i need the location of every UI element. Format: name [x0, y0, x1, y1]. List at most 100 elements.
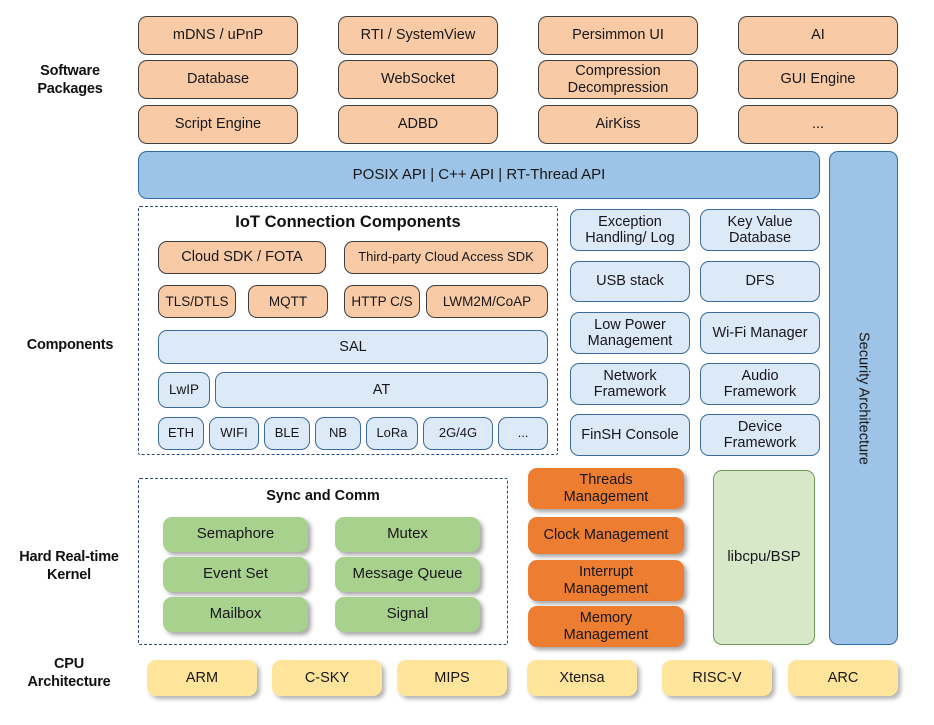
cpu-risc-v[interactable]: RISC-V	[662, 660, 772, 696]
iot-group-title: IoT Connection Components	[235, 213, 461, 231]
iot-label: HTTP C/S	[351, 293, 413, 309]
package-label: AI	[811, 27, 825, 44]
iot-label: 2G/4G	[438, 425, 478, 441]
iot-link-eth[interactable]: ETH	[158, 417, 204, 450]
package-gui-engine[interactable]: GUI Engine	[738, 60, 898, 99]
iot-http-cs[interactable]: HTTP C/S	[344, 285, 420, 318]
row-label-cpu-line2: Architecture	[27, 674, 111, 691]
package-database[interactable]: Database	[138, 60, 298, 99]
iot-connection-components-group	[138, 206, 558, 455]
row-label-software-packages-line1: Software	[40, 63, 100, 79]
component-usb-stack[interactable]: USB stack	[570, 261, 690, 302]
iot-link-ble[interactable]: BLE	[264, 417, 310, 450]
cpu-mips[interactable]: MIPS	[397, 660, 507, 696]
iot-label: MQTT	[268, 293, 308, 309]
component-device-framework[interactable]: Device Framework	[700, 414, 820, 456]
row-label-cpu-architecture: CPU Architecture	[0, 655, 138, 691]
row-label-components: Components	[8, 336, 132, 354]
row-label-software-packages: Software Packages	[8, 62, 132, 98]
kernel-label-line2: Management	[563, 488, 649, 505]
iot-third-party-cloud-access-sdk[interactable]: Third-party Cloud Access SDK	[344, 241, 548, 274]
iot-label: LwIP	[168, 382, 199, 398]
iot-link-lora[interactable]: LoRa	[366, 417, 418, 450]
component-exception-handling-log[interactable]: Exception Handling/ Log	[570, 209, 690, 251]
component-finsh-console[interactable]: FinSH Console	[570, 414, 690, 456]
component-wifi-manager[interactable]: Wi-Fi Manager	[700, 312, 820, 354]
kernel-memory-management[interactable]: Memory Management	[528, 606, 684, 647]
cpu-c-sky[interactable]: C-SKY	[272, 660, 382, 696]
package-label: AirKiss	[595, 116, 641, 133]
sync-message-queue[interactable]: Message Queue	[335, 557, 480, 592]
package-ai[interactable]: AI	[738, 16, 898, 55]
package-adbd[interactable]: ADBD	[338, 105, 498, 144]
sync-semaphore[interactable]: Semaphore	[163, 517, 308, 552]
libcpu-bsp-block[interactable]: libcpu/BSP	[713, 470, 815, 645]
iot-tls-dtls[interactable]: TLS/DTLS	[158, 285, 236, 318]
iot-lwm2m-coap[interactable]: LWM2M/CoAP	[426, 285, 548, 318]
package-label-line2: Decompression	[567, 79, 669, 96]
package-airkiss[interactable]: AirKiss	[538, 105, 698, 144]
iot-label: LWM2M/CoAP	[442, 293, 532, 309]
api-layer-bar[interactable]: POSIX API | C++ API | RT-Thread API	[138, 151, 820, 199]
cpu-arm[interactable]: ARM	[147, 660, 257, 696]
sync-event-set[interactable]: Event Set	[163, 557, 308, 592]
sync-and-comm-group	[138, 478, 508, 645]
component-key-value-database[interactable]: Key Value Database	[700, 209, 820, 251]
cpu-xtensa[interactable]: Xtensa	[527, 660, 637, 696]
sync-mailbox[interactable]: Mailbox	[163, 597, 308, 632]
component-network-framework[interactable]: Network Framework	[570, 363, 690, 405]
iot-lwip[interactable]: LwIP	[158, 372, 210, 408]
component-audio-framework[interactable]: Audio Framework	[700, 363, 820, 405]
package-compression-decompression[interactable]: Compression Decompression	[538, 60, 698, 99]
iot-sal[interactable]: SAL	[158, 330, 548, 364]
package-label: ADBD	[397, 116, 439, 133]
iot-cloud-sdk-fota[interactable]: Cloud SDK / FOTA	[158, 241, 326, 274]
cpu-label: ARC	[827, 669, 859, 686]
security-architecture-label: Security Architecture	[855, 331, 872, 465]
sync-label: Message Queue	[352, 565, 463, 583]
component-label-line2: Framework	[723, 435, 797, 451]
sync-signal[interactable]: Signal	[335, 597, 480, 632]
cpu-label: ARM	[185, 669, 219, 686]
kernel-interrupt-management[interactable]: Interrupt Management	[528, 560, 684, 601]
security-architecture-column[interactable]: Security Architecture	[829, 151, 898, 645]
component-label: DFS	[745, 273, 775, 290]
package-persimmon-ui[interactable]: Persimmon UI	[538, 16, 698, 55]
iot-mqtt[interactable]: MQTT	[248, 285, 328, 318]
component-label-line1: Low Power	[594, 316, 666, 333]
iot-label: WIFI	[220, 425, 248, 441]
row-label-hard-real-time-kernel: Hard Real-time Kernel	[0, 548, 138, 584]
component-dfs[interactable]: DFS	[700, 261, 820, 302]
kernel-label-line1: Threads	[579, 472, 633, 489]
component-label-line1: Network	[603, 367, 657, 384]
iot-at[interactable]: AT	[215, 372, 548, 408]
package-label: Persimmon UI	[572, 27, 664, 44]
iot-label: ...	[517, 425, 529, 441]
package-websocket[interactable]: WebSocket	[338, 60, 498, 99]
iot-link-more[interactable]: ...	[498, 417, 548, 450]
iot-link-wifi[interactable]: WIFI	[209, 417, 259, 450]
cpu-label: Xtensa	[559, 669, 605, 686]
package-script-engine[interactable]: Script Engine	[138, 105, 298, 144]
component-label-line2: Framework	[723, 384, 797, 400]
iot-label: NB	[328, 425, 348, 441]
iot-link-nb[interactable]: NB	[315, 417, 361, 450]
component-label: FinSH Console	[581, 426, 679, 443]
package-more[interactable]: ...	[738, 105, 898, 144]
package-rti-systemview[interactable]: RTI / SystemView	[338, 16, 498, 55]
kernel-threads-management[interactable]: Threads Management	[528, 468, 684, 509]
kernel-clock-management[interactable]: Clock Management	[528, 517, 684, 554]
iot-link-2g-4g[interactable]: 2G/4G	[423, 417, 493, 450]
component-label-line2: Database	[728, 230, 792, 246]
component-label-line1: Exception	[598, 213, 662, 230]
api-layer-label: POSIX API | C++ API | RT-Thread API	[352, 165, 606, 183]
package-label: WebSocket	[381, 71, 455, 88]
sync-mutex[interactable]: Mutex	[335, 517, 480, 552]
cpu-label: MIPS	[434, 669, 470, 686]
package-mdns-upnp[interactable]: mDNS / uPnP	[138, 16, 298, 55]
kernel-label-line1: Interrupt	[578, 564, 633, 581]
cpu-label: C-SKY	[304, 669, 350, 686]
cpu-arc[interactable]: ARC	[788, 660, 898, 696]
component-low-power-management[interactable]: Low Power Management	[570, 312, 690, 354]
iot-label: BLE	[274, 425, 300, 441]
